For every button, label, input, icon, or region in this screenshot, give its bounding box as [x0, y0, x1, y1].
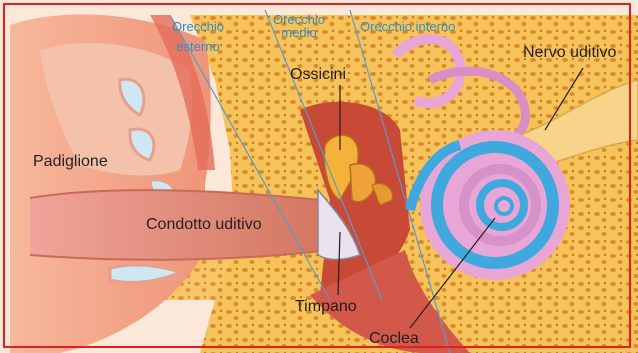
label-coclea: Coclea — [369, 330, 419, 348]
label-orecchio-esterno: Orecchio esterno — [172, 20, 224, 53]
label-orecchio-medio: Orecchio medio — [273, 13, 325, 39]
label-nervo-uditivo: Nervo uditivo — [523, 44, 616, 62]
label-ossicini: Ossicini — [290, 66, 346, 84]
label-orecchio-esterno-line1: Orecchio — [172, 20, 224, 33]
label-orecchio-medio-line2: medio — [273, 26, 325, 39]
cochlea-apex — [496, 198, 512, 214]
label-orecchio-esterno-line2: esterno — [172, 40, 224, 53]
label-padiglione: Padiglione — [33, 153, 108, 171]
label-timpano: Timpano — [295, 298, 357, 316]
label-orecchio-interno: Orecchio interno — [360, 20, 455, 33]
label-condotto-uditivo: Condotto uditivo — [146, 216, 262, 234]
